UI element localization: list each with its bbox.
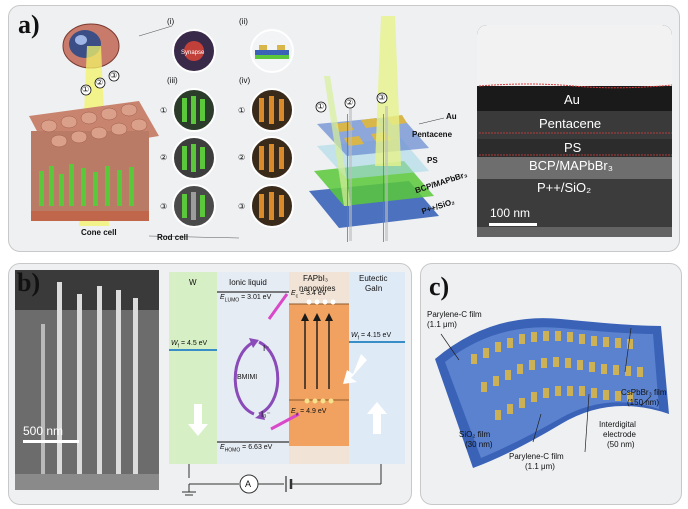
marker-row-1-right: ① (238, 106, 246, 115)
panel-c-illustration (435, 318, 669, 468)
stack-layer-au: Au (446, 112, 457, 121)
tem-layer-pentacene: Pentacene (539, 116, 602, 131)
tem-image (477, 25, 673, 237)
callout-parylene-top-1: Parylene-C film (427, 310, 482, 319)
sub-label-iii: (iii) (167, 76, 178, 85)
circle-rods-2 (172, 184, 216, 228)
callout-parylene-top-2: (1.1 μm) (427, 320, 457, 329)
tem-layer-sio2: P++/SiO₂ (537, 180, 592, 195)
sem-scale-label: 500 nm (23, 424, 64, 438)
tem-scale-label: 100 nm (490, 206, 531, 220)
w-region (169, 272, 217, 464)
marker-row-1-left: ① (160, 106, 168, 115)
bmimi-label: BMIMI (237, 374, 258, 381)
marker-eye-3: ③ (110, 71, 118, 80)
marker-row-3-right: ③ (238, 202, 246, 211)
marker-row-3-left: ③ (160, 202, 168, 211)
panel-a-label: a) (18, 10, 40, 39)
e-c-label: Ec = 3.4 eV (291, 290, 327, 300)
ammeter-label: A (245, 479, 252, 489)
panel-b-label: b) (17, 268, 41, 297)
stack-layer-ps: PS (427, 156, 438, 165)
iodide-label: I⁻ (263, 344, 270, 353)
sub-label-iv: (iv) (239, 76, 251, 85)
callout-cspbbr3-2: (150 nm) (627, 398, 660, 407)
tem-layer-bcp: BCP/MAPbBr₃ (529, 158, 614, 173)
panel-b-illustration (15, 270, 405, 496)
circle-device-1 (250, 136, 294, 180)
sub-label-i: (i) (167, 17, 175, 26)
stack-layer-pentacene: Pentacene (412, 130, 453, 139)
circle-device-ii (250, 29, 294, 73)
panel-c-label: c) (429, 272, 450, 301)
callout-electrode-1: Interdigital (599, 420, 636, 429)
panel-a-illustration (29, 16, 673, 242)
panel-b: b) 500 nm W Ionic liquid FAPbI₃ nanowire… (8, 263, 412, 505)
triiodide-label: I₃⁻ (261, 410, 271, 419)
wf-gain-label: Wf = 4.15 eV (351, 332, 392, 342)
retina-slab (29, 101, 159, 221)
col-gain-2: GaIn (365, 284, 383, 293)
circle-rods-1 (172, 136, 216, 180)
col-w: W (189, 278, 197, 287)
col-fapbi3-2: nanowires (299, 284, 336, 293)
e-homo-label: EHOMO = 6.63 eV (220, 444, 273, 454)
marker-eye-2: ② (96, 78, 104, 87)
marker-stack-1: ① (317, 102, 325, 111)
tem-layer-au: Au (564, 92, 580, 107)
callout-parylene-bottom-1: Parylene-C film (509, 452, 564, 461)
marker-stack-2: ② (346, 98, 354, 107)
tem-layer-ps: PS (564, 140, 582, 155)
callout-cspbbr3-1: CsPbBr₃ film (621, 388, 667, 397)
device-stack (309, 115, 439, 228)
sem-image (15, 270, 159, 490)
callout-electrode-2: electrode (603, 430, 636, 439)
callout-sio2-2: (30 nm) (465, 440, 493, 449)
marker-row-2-left: ② (160, 153, 168, 162)
panel-c: c) Parylene-C film (1.1 μm) CsPbBr₃ film… (420, 263, 682, 505)
beam-1 (324, 76, 351, 206)
callout-electrode-3: (50 nm) (607, 440, 635, 449)
rod-cell-label: Rod cell (157, 233, 189, 242)
col-fapbi3-1: FAPbI₃ (303, 274, 329, 283)
col-gain-1: Eutectic (359, 274, 388, 283)
beam-3 (375, 16, 401, 166)
panel-a: a) (8, 5, 680, 252)
marker-eye-1: ① (82, 85, 90, 94)
callout-parylene-bottom-2: (1.1 μm) (525, 462, 555, 471)
col-ionic-liquid: Ionic liquid (229, 278, 267, 287)
e-v-label: Ev = 4.9 eV (291, 408, 327, 418)
circle-device-2 (250, 184, 294, 228)
cone-cell-label: Cone cell (81, 228, 117, 237)
marker-row-2-right: ② (238, 153, 246, 162)
sub-label-ii: (ii) (239, 17, 248, 26)
circle-rods-iii (172, 88, 216, 132)
marker-stack-3: ③ (378, 93, 386, 102)
circle-device-iv (250, 88, 294, 132)
callout-sio2-1: SiO₂ film (459, 430, 491, 439)
flexible-device (435, 318, 669, 468)
wf-w-label: Wf = 4.5 eV (171, 340, 208, 350)
synapse-label: Synapse (181, 50, 205, 56)
e-lumo-label: ELUMO = 3.01 eV (220, 294, 272, 304)
circle-synapse (172, 29, 216, 73)
fapbi3-band (289, 304, 349, 446)
